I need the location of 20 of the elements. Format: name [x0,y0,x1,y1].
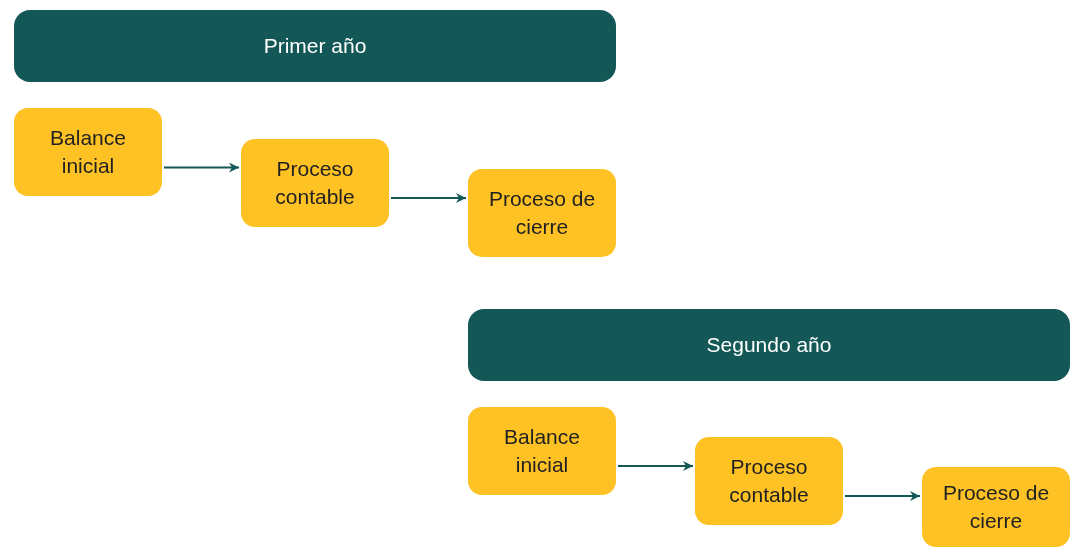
process-box [468,169,616,257]
node-label: Balance inicial [49,124,127,179]
node-label: Segundo año [706,333,832,357]
arrow [163,162,240,173]
arrow [844,491,921,501]
process-box [695,437,843,525]
arrow [390,193,467,203]
year-header-bar [468,309,1070,381]
process-box [14,108,162,196]
node-label: Proceso contable [728,453,810,508]
node-label: Proceso de cierre [941,479,1051,534]
process-box [922,467,1070,547]
year-header-bar [14,10,616,82]
node-label: Proceso contable [274,155,356,210]
node-label: Balance inicial [503,423,581,478]
node-label: Primer año [263,34,367,58]
node-label: Proceso de cierre [487,185,597,240]
process-box [241,139,389,227]
arrow [617,461,694,471]
process-box [468,407,616,495]
